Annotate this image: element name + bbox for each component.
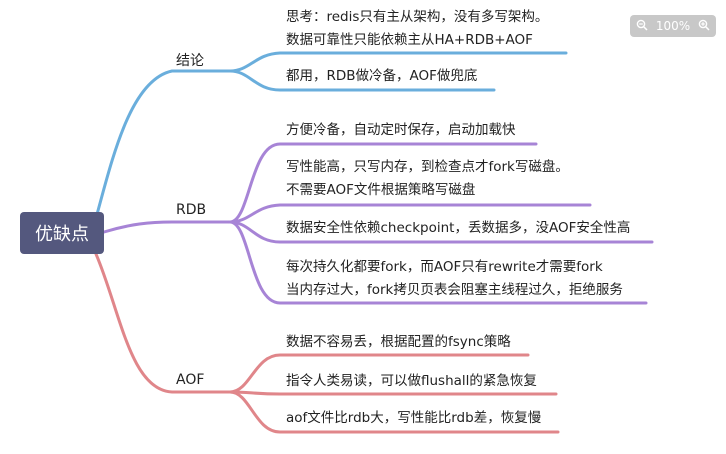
leaf-line: aof文件比rdb大，写性能比rdb差，恢复慢 bbox=[286, 410, 542, 426]
leaf-line: 数据安全性依赖checkpoint，丢数据多，没AOF安全性高 bbox=[286, 220, 631, 236]
branch-connector-rdb bbox=[102, 220, 232, 234]
leaf-connector-rdb-3 bbox=[228, 220, 654, 244]
leaf-connector-rdb-4 bbox=[228, 220, 648, 305]
leaf-line: 数据不容易丢，根据配置的fsync策略 bbox=[286, 334, 511, 350]
leaf-line: 写性能高，只写内存，到检查点才fork写磁盘。 bbox=[286, 159, 569, 175]
leaf-connector-rdb-1 bbox=[228, 142, 538, 224]
leaf-line: 方便冷备，自动定时保存，启动加载快 bbox=[286, 122, 516, 138]
leaf-line: 每次持久化都要fork，而AOF只有rewrite才需要fork bbox=[286, 259, 603, 275]
leaf-aof-3[interactable]: aof文件比rdb大，写性能比rdb差，恢复慢 bbox=[286, 409, 541, 427]
leaf-line: 思考：redis只有主从架构，没有多写架构。 bbox=[286, 9, 549, 25]
leaf-line: 不需要AOF文件根据策略写磁盘 bbox=[286, 182, 476, 198]
leaf-connector-conclusion-2 bbox=[228, 69, 496, 92]
leaf-line: 指令人类易读，可以做flushall的紧急恢复 bbox=[286, 373, 537, 389]
zoom-level: 100% bbox=[655, 19, 691, 33]
branch-label-rdb[interactable]: RDB bbox=[176, 202, 207, 218]
root-node[interactable]: 优缺点 bbox=[20, 212, 104, 254]
leaf-line: 数据可靠性只能依赖主从HA+RDB+AOF bbox=[286, 32, 533, 48]
leaf-connector-aof-1 bbox=[228, 353, 530, 394]
branch-label-aof[interactable]: AOF bbox=[176, 372, 205, 388]
leaf-rdb-2[interactable]: 写性能高，只写内存，到检查点才fork写磁盘。 不需要AOF文件根据策略写磁盘 bbox=[286, 158, 569, 199]
leaf-aof-1[interactable]: 数据不容易丢，根据配置的fsync策略 bbox=[286, 333, 511, 351]
leaf-connector-aof-2 bbox=[228, 390, 558, 396]
leaf-conclusion-2[interactable]: 都用，RDB做冷备，AOF做兜底 bbox=[286, 67, 477, 85]
zoom-in-icon[interactable] bbox=[698, 19, 710, 34]
leaf-rdb-3[interactable]: 数据安全性依赖checkpoint，丢数据多，没AOF安全性高 bbox=[286, 219, 630, 237]
leaf-rdb-1[interactable]: 方便冷备，自动定时保存，启动加载快 bbox=[286, 121, 516, 139]
branch-connector-aof bbox=[94, 252, 232, 394]
branch-label-conclusion[interactable]: 结论 bbox=[176, 53, 204, 69]
leaf-conclusion-1[interactable]: 思考：redis只有主从架构，没有多写架构。 数据可靠性只能依赖主从HA+RDB… bbox=[286, 8, 548, 49]
root-label: 优缺点 bbox=[35, 224, 89, 245]
leaf-rdb-4[interactable]: 每次持久化都要fork，而AOF只有rewrite才需要fork 当内存过大，f… bbox=[286, 258, 623, 299]
leaf-line: 都用，RDB做冷备，AOF做兜底 bbox=[286, 68, 478, 84]
zoom-control: 100% bbox=[630, 15, 716, 37]
zoom-out-icon[interactable] bbox=[636, 19, 648, 34]
branch-connector-conclusion bbox=[94, 69, 232, 220]
leaf-line: 当内存过大，fork拷贝页表会阻塞主线程过久，拒绝服务 bbox=[286, 282, 623, 298]
leaf-connector-aof-3 bbox=[228, 390, 560, 434]
leaf-aof-2[interactable]: 指令人类易读，可以做flushall的紧急恢复 bbox=[286, 372, 537, 390]
